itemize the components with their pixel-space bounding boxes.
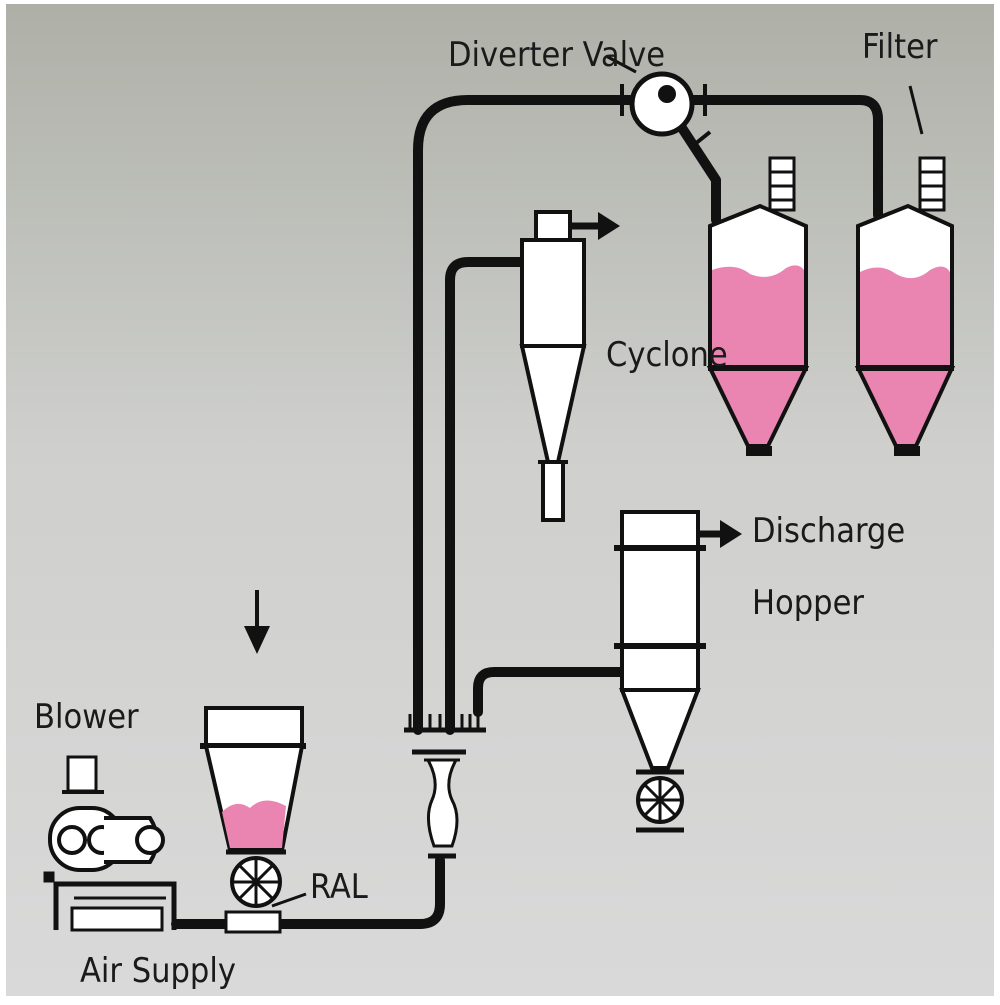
label-air-supply: Air Supply xyxy=(80,951,236,991)
label-cyclone: Cyclone xyxy=(606,335,728,375)
diverter-flanges xyxy=(620,84,712,150)
riser-manifold xyxy=(404,714,486,733)
discharge-hopper xyxy=(614,510,706,833)
diverter-valve xyxy=(629,71,695,137)
filter-leader xyxy=(908,85,924,135)
feed-hopper xyxy=(200,706,306,855)
feed-arrow xyxy=(244,590,270,654)
diagram-background xyxy=(6,4,994,996)
label-ral: RAL xyxy=(310,867,368,907)
label-discharge: Discharge xyxy=(752,511,905,551)
diverter-valve-leader xyxy=(605,54,637,74)
conveying-line-bottom xyxy=(275,855,445,929)
label-filter: Filter xyxy=(862,27,938,67)
pipe-to-right-silo xyxy=(685,95,883,220)
main-conveying-riser xyxy=(413,95,635,735)
hopper-return-pipe xyxy=(473,667,625,717)
ral-leader xyxy=(271,892,307,908)
label-diverter-valve: Diverter Valve xyxy=(448,35,665,75)
blower xyxy=(43,755,177,932)
flexible-hose xyxy=(412,749,466,859)
discharge-exhaust-arrow xyxy=(698,520,742,548)
cyclone-riser xyxy=(445,257,527,735)
silo-right-filter xyxy=(854,156,956,456)
cyclone xyxy=(519,210,587,522)
label-hopper: Hopper xyxy=(752,583,864,623)
cyclone-exhaust-arrow xyxy=(570,212,620,240)
label-blower: Blower xyxy=(34,697,139,737)
rotary-airlock-valve xyxy=(224,856,282,934)
silo-left xyxy=(706,156,810,456)
